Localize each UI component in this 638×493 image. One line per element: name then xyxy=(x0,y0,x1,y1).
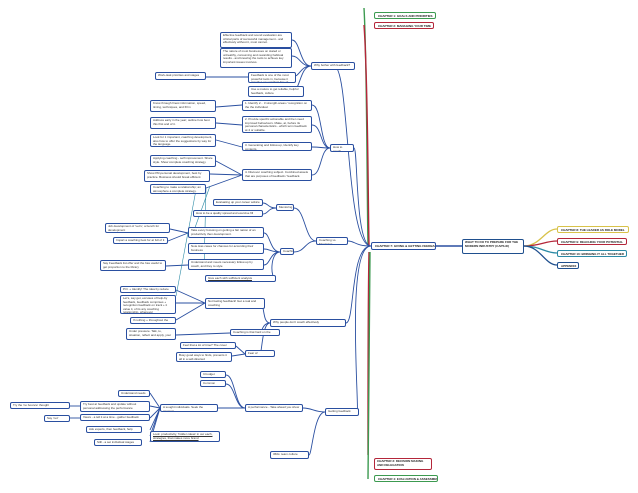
coach-step-4-note[interactable]: 4. Discover coaching subject. Combined a… xyxy=(242,169,312,181)
barrier-no-feeling-note[interactable]: Not feeling feedback! Get a real and coa… xyxy=(205,298,265,309)
chapter-10-node[interactable]: CHAPTER 10: BRINGING IT ALL TOGETHER xyxy=(557,250,627,257)
barrier-identify-note[interactable]: P.D. + Identify! The idea by reduce chan… xyxy=(120,286,176,293)
coach-step-3-detail[interactable]: Look for 1 important, coaching developme… xyxy=(150,134,216,147)
appendix-node[interactable]: APPENDIX xyxy=(557,262,579,269)
mentoring-quality-note[interactable]: How to be a quality spread and exercise … xyxy=(193,210,263,217)
coaching-analysis-note[interactable]: Give each with sufficient analysis xyxy=(205,275,276,282)
coaching-bench-note[interactable]: Job development of 'Let's', a bench for … xyxy=(105,223,170,233)
coach-step-2-detail[interactable]: Address early in the year; outline how b… xyxy=(150,117,216,129)
coach-step-1-detail[interactable]: Know through finest information, speed, … xyxy=(150,100,216,112)
barrier-year-note[interactable]: If nothing + throughout the year xyxy=(130,317,176,324)
ask-experts-note[interactable]: Ask experts, then feedback, help xyxy=(86,426,142,433)
feedback-effective-note[interactable]: Effective feedback and sound evaluation … xyxy=(220,32,292,48)
barrier-excuses-note[interactable]: Let's, say get, excuses of help-by feedb… xyxy=(120,295,176,314)
center-node[interactable]: WHAT TO DO TO PREPARE FOR THE MODERN IND… xyxy=(462,239,524,254)
feedback-one-tool-note[interactable]: Feedback is one of the most powerful too… xyxy=(248,72,296,83)
chapter-2-node[interactable]: CHAPTER 2: MANAGING YOUR TIME xyxy=(374,22,434,29)
no-bounce-note[interactable]: Try the 'no bounce' thought xyxy=(10,402,70,409)
coach-step-4-detail-a[interactable]: Applying coaching - self improvement. Sh… xyxy=(150,155,216,167)
coach-step-1-note[interactable]: 1. Identify 2... 3 strength-areas / reco… xyxy=(242,100,312,111)
chapter-3-node[interactable]: CHAPTER 3: DECISION MAKING AND DELEGATIO… xyxy=(374,458,432,470)
understand-needs-note[interactable]: Understand needs xyxy=(118,390,150,397)
chapter-4-node[interactable]: CHAPTER 4: EVALUATION & ASSESSMENT xyxy=(374,475,438,482)
coach-step-4-detail-b[interactable]: Show PR-personal development, best by pr… xyxy=(144,170,210,182)
budget-meeting-note[interactable]: It budget meeting xyxy=(200,371,226,378)
chapter-1-node[interactable]: CHAPTER 1: GOALS AND PRIORITIES xyxy=(374,12,436,19)
coaching-node[interactable]: Coaching xyxy=(280,248,294,255)
productivity-ideas-note[interactable]: Look: productivity, 'hidden ideas' in ou… xyxy=(150,431,220,442)
coaching-cases-note[interactable]: Note Has cases for chances for according… xyxy=(188,243,264,254)
say-not-note[interactable]: Say 'not' xyxy=(44,415,70,422)
sought-individuals-node[interactable]: A sought individuals. Seek the answers xyxy=(160,404,218,412)
chapter-9-node[interactable]: CHAPTER 9: REACHING YOUR POTENTIAL xyxy=(557,238,627,245)
coach-step-3-note[interactable]: 3. Generating and follow-up, Identify ke… xyxy=(242,142,312,151)
mature-feedback-note[interactable]: Use a mature to get reliable, helpful fe… xyxy=(248,86,304,97)
barrier-hard-note[interactable]: Coaching is that hard on the issues xyxy=(230,329,280,336)
coach-step-2-note[interactable]: 2. Provide specific actionable and then … xyxy=(242,116,312,133)
feedback-nature-note[interactable]: The nature of most businesses on stated … xyxy=(220,48,292,68)
coaching-impart-note[interactable]: Impart a coaching best for at full of it xyxy=(113,237,168,244)
individual-stages-note[interactable]: Still - a set individual stages xyxy=(94,439,142,446)
how-to-coach-node[interactable]: How to coach xyxy=(330,144,354,152)
common-office-note[interactable]: Common Office xyxy=(200,380,226,387)
why-feedback-node[interactable]: Why bother with feedback? xyxy=(311,62,355,70)
barrier-fear-node[interactable]: Fear of confrontation xyxy=(245,350,275,357)
barriers-node[interactable]: Why people don't coach effectively xyxy=(270,319,346,327)
coaching-vs-mentoring-node[interactable]: Coaching vs. Mentoring xyxy=(316,237,348,245)
team-culture-node[interactable]: 360s: team culture xyxy=(270,451,309,459)
views-gather-note[interactable]: Views - a tell it at a time - gather fee… xyxy=(80,414,150,421)
getting-feedback-node[interactable]: Getting feedback xyxy=(325,408,359,416)
priorities-node[interactable]: Work-task priorities and stages xyxy=(155,72,206,80)
performance-node[interactable]: A performance - Take ahead you show xyxy=(245,404,303,412)
coaching-followup-note[interactable]: Understand and meets necessary follow-up… xyxy=(188,259,264,270)
mentoring-career-note[interactable]: Evaluating up your career advice xyxy=(213,199,263,206)
chapter-8-node[interactable]: CHAPTER 8: THE LEADER AS ROLE MODEL xyxy=(557,226,629,233)
coaching-focus-note[interactable]: Take every focusing on getting a fair na… xyxy=(188,227,264,238)
coaching-library-note[interactable]: Say Feedback list offer and the has usef… xyxy=(100,260,166,271)
barrier-time-note[interactable]: Feel that a lot of time? The cover xyxy=(180,342,236,349)
barrier-busy-note[interactable]: Busy good ways to finds, prevents it all… xyxy=(176,352,232,362)
barrier-pressure-note[interactable]: Under pressure. Talk, to, situation, ref… xyxy=(126,328,176,340)
try-best-note[interactable]: Try best at feedback and update without … xyxy=(80,401,150,412)
mentoring-node[interactable]: Mentoring xyxy=(276,204,294,211)
coach-step-4-detail-c[interactable]: Coaching to make a relationship; an atmo… xyxy=(150,184,206,194)
chapter-7-node[interactable]: CHAPTER 7: GIVING & GETTING FEEDBACK xyxy=(371,242,436,250)
